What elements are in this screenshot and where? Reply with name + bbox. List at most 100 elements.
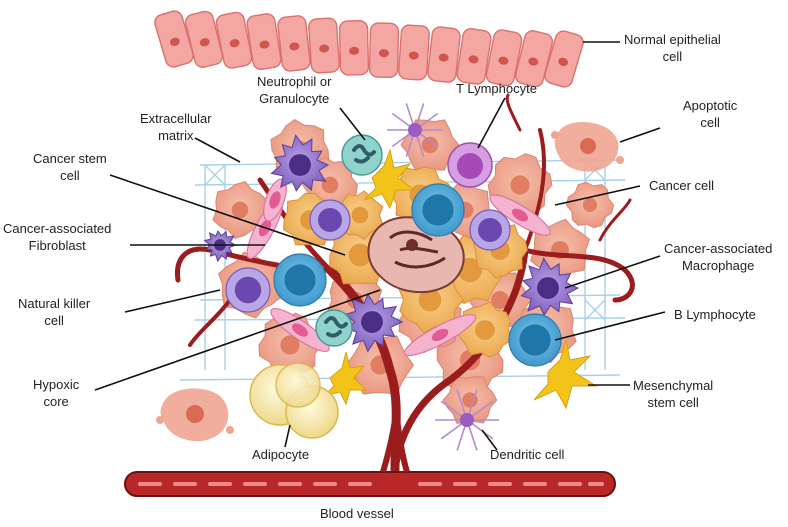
fibroblast-nucleus [511, 208, 529, 222]
label-line: Macrophage [682, 258, 755, 273]
label-cancer-associated-macrophage: Cancer-associated Macrophage [664, 240, 772, 274]
epithelial-cell [215, 11, 253, 69]
label-line: Adipocyte [252, 447, 310, 462]
stroma-nucleus [582, 197, 598, 213]
label-line: cell [60, 168, 80, 183]
epithelial-nucleus [378, 49, 389, 58]
label-line: Mesenchymal [633, 378, 714, 393]
adipocytes [249, 362, 339, 439]
label-cancer-associated-fibroblast: Cancer-associated Fibroblast [3, 220, 111, 254]
nk-nucleus [234, 276, 262, 304]
lymphocyte-nucleus [284, 264, 316, 296]
epithelial-cell [427, 26, 461, 83]
dendritic-body [460, 413, 474, 427]
fibroblast [489, 194, 551, 236]
label-line: Normal epithelial [624, 32, 721, 47]
epithelial-cell [184, 10, 224, 68]
cancer-nucleus [351, 206, 369, 224]
label-line: core [43, 394, 69, 409]
stroma-nucleus [231, 201, 249, 219]
label-line: Fibroblast [28, 238, 86, 253]
epithelial-cell [398, 24, 430, 81]
epithelial-cell [308, 17, 340, 74]
label-line: Extracellular [140, 111, 212, 126]
label-cancer-cell: Cancer cell [649, 177, 714, 194]
label-line: Cancer stem [33, 151, 107, 166]
nk-nucleus [478, 218, 502, 242]
label-line: Dendritic cell [490, 447, 565, 462]
stroma-nucleus [280, 335, 300, 355]
cancer-nucleus [348, 243, 372, 267]
mesenchymal-stem-cells [322, 148, 598, 410]
label-cancer-stem-cell: Cancer stem cell [33, 150, 107, 184]
lymphocyte-nucleus [422, 194, 454, 226]
label-line: cell [44, 313, 64, 328]
epithelial-cell [246, 13, 282, 70]
epithelial-cell [277, 15, 311, 72]
epithelial-nucleus [199, 38, 210, 47]
epithelial-nucleus [468, 55, 479, 64]
label-mesenchymal-stem-cell: Mesenchymal stem cell [633, 377, 713, 411]
nk-nucleus [318, 208, 342, 232]
cancer-nucleus [418, 288, 442, 312]
label-line: matrix [158, 128, 194, 143]
label-line: Hypoxic [33, 377, 80, 392]
stroma-nucleus [421, 136, 439, 154]
label-neutrophil-granulocyte: Neutrophil or Granulocyte [257, 73, 331, 107]
dendritic-cells [387, 103, 499, 451]
label-adipocyte: Adipocyte [252, 446, 309, 463]
label-line: Neutrophil or [257, 74, 332, 89]
label-line: Granulocyte [259, 91, 330, 106]
epithelial-nucleus [528, 57, 539, 66]
apoptotic-cells [156, 121, 624, 442]
fibroblast [270, 308, 330, 352]
stroma-nucleus [321, 176, 339, 194]
label-line: Blood vessel [320, 506, 394, 521]
fibroblast [263, 178, 287, 222]
epithelial-nucleus [438, 53, 449, 62]
label-blood-vessel: Blood vessel [320, 505, 394, 522]
epithelial-cell [456, 28, 492, 85]
label-line: Apoptotic [683, 98, 738, 113]
fibroblast-nucleus [269, 191, 281, 209]
label-line: B Lymphocyte [674, 307, 756, 322]
label-line: Cancer-associated [3, 221, 112, 236]
epithelial-nucleus [229, 39, 240, 48]
epithelial-cell [338, 19, 370, 76]
epithelial-cell [514, 30, 554, 88]
lymphocytes [225, 183, 562, 367]
epithelial-cell-row [154, 10, 584, 88]
macrophages [203, 134, 580, 353]
epithelial-nucleus [289, 42, 300, 51]
epithelial-cell [544, 30, 584, 88]
label-extracellular-matrix: Extracellular matrix [140, 110, 212, 144]
label-line: T Lymphocyte [456, 81, 537, 96]
t-lymphocyte-cell [447, 142, 493, 188]
label-t-lymphocyte: T Lymphocyte [456, 80, 537, 97]
label-line: Cancer cell [649, 178, 715, 193]
macrophage-nucleus [537, 277, 559, 299]
stroma-nucleus [491, 291, 509, 309]
stroma-nucleus [462, 392, 478, 408]
cancer-nucleus [475, 320, 495, 340]
blood-vessel-tube [124, 419, 616, 497]
macrophage-nucleus [361, 311, 383, 333]
label-line: stem cell [647, 395, 699, 410]
label-line: Natural killer [18, 296, 91, 311]
label-line: cell [700, 115, 720, 130]
label-hypoxic-core: Hypoxic core [33, 376, 79, 410]
leader-lines [94, 41, 666, 451]
epithelial-cell [485, 29, 523, 87]
epithelial-nucleus [349, 46, 360, 55]
label-dendritic-cell: Dendritic cell [490, 446, 564, 463]
fibroblast-nucleus [431, 328, 449, 342]
label-normal-epithelial-cell: Normal epithelial cell [624, 31, 721, 65]
lymphocyte-nucleus [519, 324, 551, 356]
macrophage-nucleus [289, 154, 311, 176]
epithelial-nucleus [408, 51, 419, 60]
label-natural-killer-cell: Natural killer cell [18, 295, 90, 329]
epithelial-nucleus [259, 40, 270, 49]
epithelial-nucleus [558, 57, 569, 66]
epithelial-nucleus [169, 37, 180, 46]
